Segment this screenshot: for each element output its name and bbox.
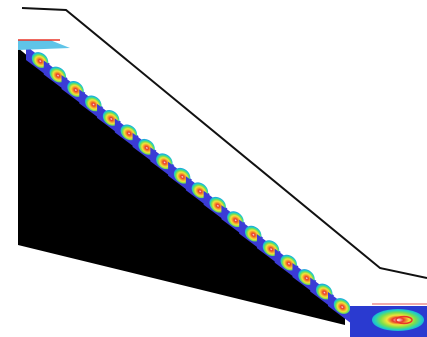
outlet-pool-core — [395, 315, 413, 325]
outlet-pool — [350, 306, 427, 337]
outlet-pool-vortex — [372, 309, 424, 331]
inlet-flow-sliver — [18, 40, 70, 50]
step-contour-cells — [26, 46, 353, 324]
free-surface-line — [21, 7, 427, 279]
step-vortex-cell — [333, 298, 351, 314]
